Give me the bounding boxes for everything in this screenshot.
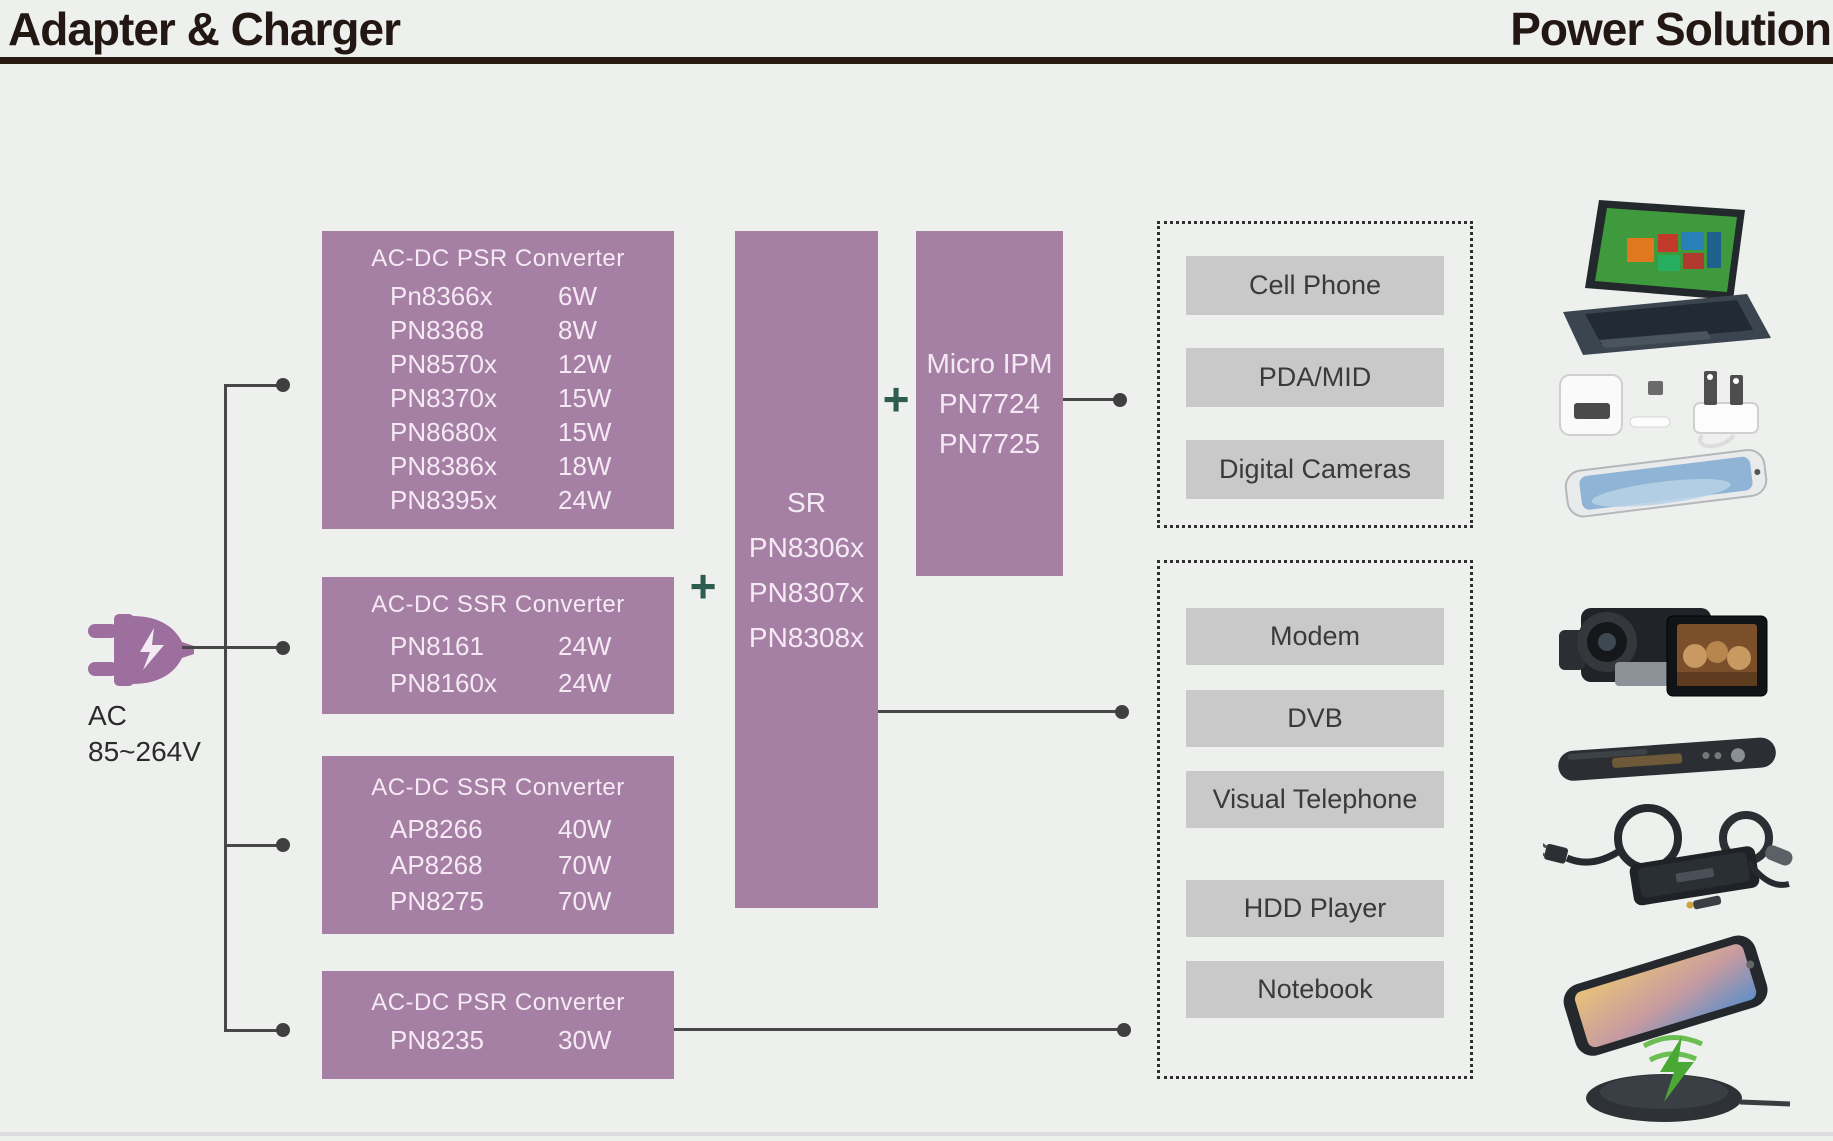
part-number: PN8235: [390, 1025, 484, 1055]
trunk-line: [224, 384, 227, 1031]
ac-label: AC: [88, 700, 127, 731]
power-adapter-image: [1534, 800, 1798, 920]
part-number: PN8275: [390, 886, 484, 916]
node-dot: [276, 1023, 290, 1037]
wattage: 15W: [558, 383, 612, 413]
wattage: 18W: [558, 451, 612, 481]
wattage: 12W: [558, 349, 612, 379]
page-title-right: Power Solution: [1510, 3, 1832, 55]
part-number: PN8386x: [390, 451, 497, 481]
part-number: Pn8366x: [390, 281, 493, 311]
ac-voltage-label: 85~264V: [88, 736, 201, 767]
converter-row: PN8160x 24W: [322, 668, 674, 705]
part-number: AP8266: [390, 814, 483, 844]
node-dot: [276, 641, 290, 655]
wattage: 70W: [558, 850, 612, 880]
camcorder-image: [1555, 600, 1780, 715]
branch-line-3: [224, 844, 283, 847]
applications-group-portable: Cell Phone PDA/MID Digital Cameras: [1157, 221, 1473, 528]
application-pda-mid: PDA/MID: [1186, 348, 1444, 407]
wattage: 24W: [558, 631, 612, 661]
application-dvb: DVB: [1186, 690, 1444, 747]
application-visual-telephone: Visual Telephone: [1186, 771, 1444, 828]
micro-ipm-title: Micro IPM: [926, 347, 1053, 379]
plus-sign: +: [689, 560, 717, 612]
converter-row: PN8235 30W: [322, 1025, 674, 1061]
wattage: 24W: [558, 485, 612, 515]
application-digital-cameras: Digital Cameras: [1186, 440, 1444, 499]
part-number: PN8307x: [748, 576, 865, 608]
wattage: 6W: [558, 281, 597, 311]
branch-line-1: [224, 384, 283, 387]
wireless-charger-image: [1552, 920, 1792, 1135]
wattage: 24W: [558, 668, 612, 698]
usb-chargers-image: [1552, 365, 1777, 455]
converter-title: AC-DC PSR Converter: [371, 989, 625, 1016]
sr-block: SR PN8306x PN8307x PN8308x: [735, 231, 878, 908]
application-cell-phone: Cell Phone: [1186, 256, 1444, 315]
application-modem: Modem: [1186, 608, 1444, 665]
applications-group-home: Modem DVB Visual Telephone HDD Player No…: [1157, 560, 1473, 1079]
wattage: 15W: [558, 417, 612, 447]
part-number: PN8368: [390, 315, 484, 345]
output-line-3: [674, 1028, 1124, 1031]
ac-plug-icon: [88, 612, 198, 688]
part-number: PN8395x: [390, 485, 497, 515]
wattage: 8W: [558, 315, 597, 345]
wattage: 70W: [558, 886, 612, 916]
converter-row: PN8395x 24W: [322, 485, 674, 519]
output-line-2: [878, 710, 1122, 713]
converter-row: AP8266 40W: [322, 814, 674, 850]
laptop-image: [1557, 192, 1777, 362]
node-dot: [276, 838, 290, 852]
bottom-edge-line: [0, 1132, 1833, 1136]
output-line-1: [1063, 398, 1120, 401]
converter-row: PN8680x 15W: [322, 417, 674, 451]
converter-row: Pn8366x 6W: [322, 281, 674, 315]
converter-row: PN8161 24W: [322, 631, 674, 668]
part-number: PN7725: [938, 427, 1041, 459]
node-dot: [1117, 1023, 1131, 1037]
converter-row: AP8268 70W: [322, 850, 674, 886]
micro-ipm-block: Micro IPM PN7724 PN7725: [916, 231, 1063, 576]
part-number: AP8268: [390, 850, 483, 880]
part-number: PN7724: [938, 387, 1041, 419]
part-number: PN8308x: [748, 621, 865, 653]
converter-row: PN8370x 15W: [322, 383, 674, 417]
part-number: PN8160x: [390, 668, 497, 698]
branch-line-4: [224, 1029, 283, 1032]
converter-box-ssr-1: AC-DC SSR Converter PN8161 24W PN8160x 24W: [322, 577, 674, 714]
converter-row: PN8368 8W: [322, 315, 674, 349]
page-title-left: Adapter & Charger: [8, 3, 401, 55]
wattage: 40W: [558, 814, 612, 844]
application-hdd-player: HDD Player: [1186, 880, 1444, 937]
header-rule: [0, 57, 1833, 64]
part-number: PN8570x: [390, 349, 497, 379]
plus-sign: +: [882, 373, 910, 425]
converter-row: PN8275 70W: [322, 886, 674, 922]
converter-row: PN8570x 12W: [322, 349, 674, 383]
node-dot: [1113, 393, 1127, 407]
converter-title: AC-DC SSR Converter: [371, 591, 625, 618]
part-number: PN8370x: [390, 383, 497, 413]
part-number: PN8680x: [390, 417, 497, 447]
converter-title: AC-DC SSR Converter: [371, 774, 625, 801]
sr-title: SR: [787, 486, 826, 518]
converter-row: PN8386x 18W: [322, 451, 674, 485]
smartphone-image: [1550, 448, 1785, 523]
converter-title: AC-DC PSR Converter: [371, 245, 625, 272]
converter-box-psr-1: AC-DC PSR Converter Pn8366x 6W PN8368 8W P…: [322, 231, 674, 529]
node-dot: [1115, 705, 1129, 719]
wattage: 30W: [558, 1025, 612, 1055]
node-dot: [276, 378, 290, 392]
application-notebook: Notebook: [1186, 961, 1444, 1018]
part-number: PN8306x: [748, 531, 865, 563]
converter-box-psr-2: AC-DC PSR Converter PN8235 30W: [322, 971, 674, 1079]
soundbar-image: [1552, 728, 1787, 793]
part-number: PN8161: [390, 631, 484, 661]
branch-line-2: [182, 646, 283, 649]
